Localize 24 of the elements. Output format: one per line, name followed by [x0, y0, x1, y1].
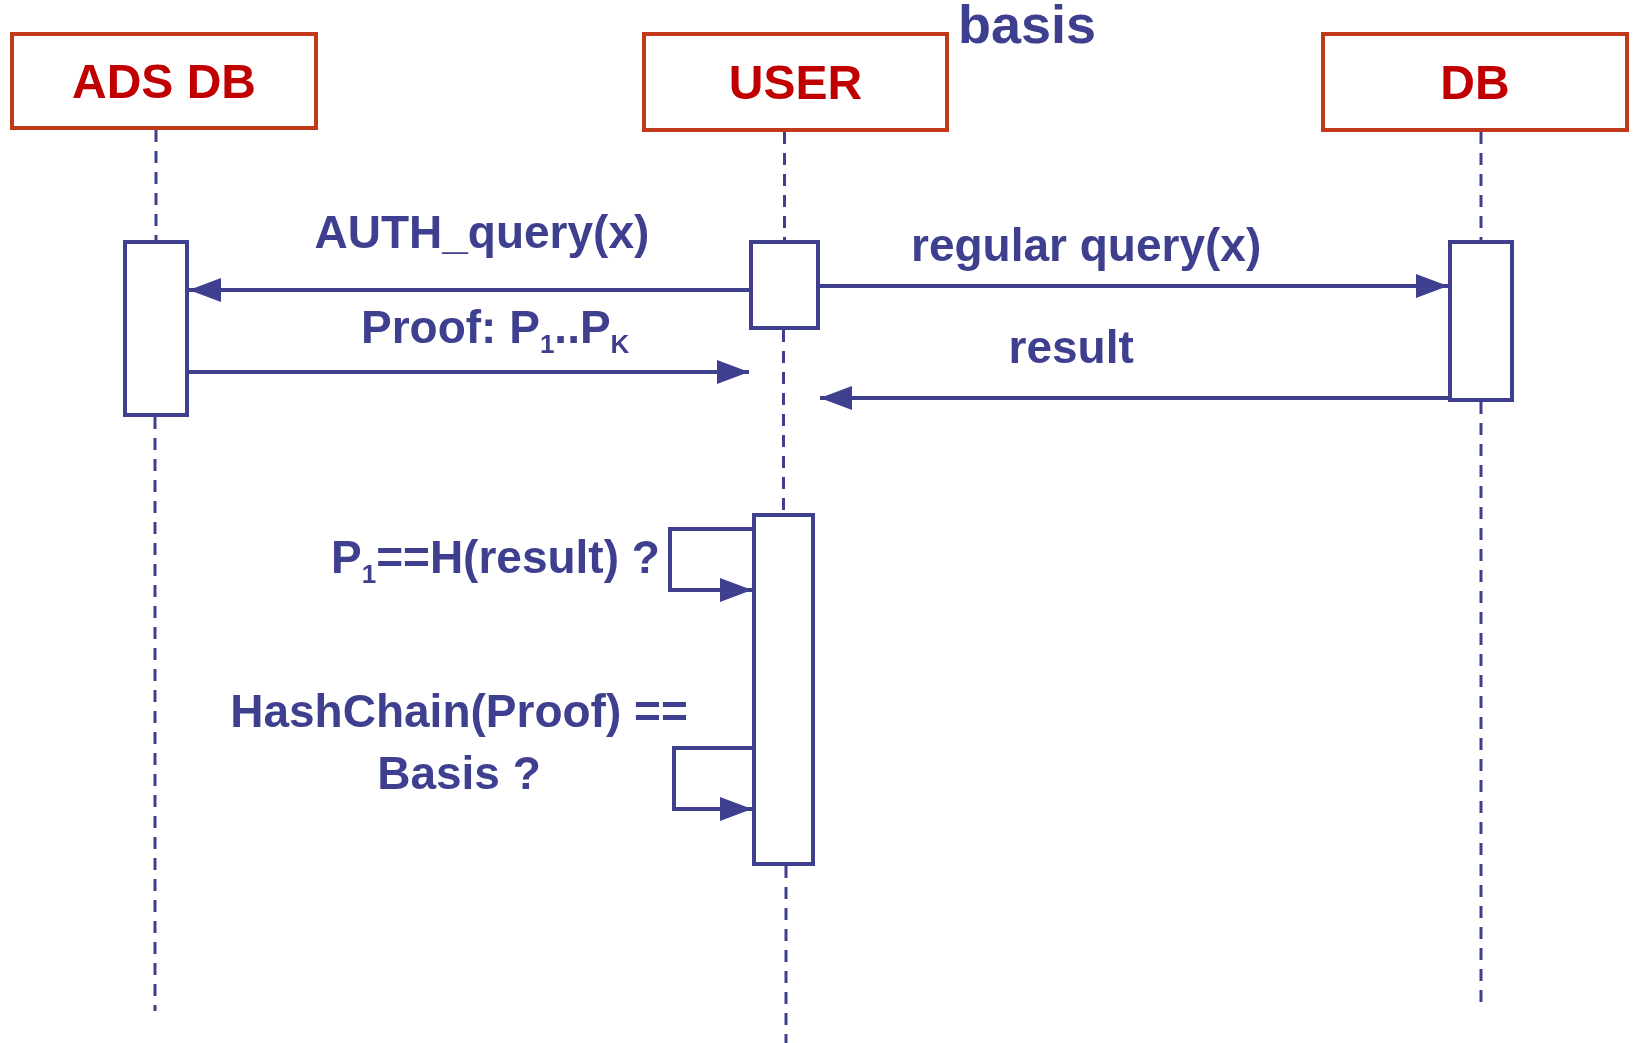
message-label: Proof: P$_{1}$..P$_{K}$ — [361, 300, 630, 361]
message-label: regular query(x) — [911, 218, 1262, 273]
message-arrow — [820, 274, 1448, 298]
participant-box: USER — [642, 32, 949, 132]
participant-box: DB — [1321, 32, 1629, 132]
message-label: P$_{1}$==H(result) ? — [331, 530, 660, 591]
message-arrow — [189, 278, 749, 302]
message-label: AUTH_query(x) — [314, 205, 650, 260]
self-message-arrow — [672, 746, 752, 821]
activation-bar — [752, 513, 815, 866]
message-label: result — [1008, 320, 1134, 375]
lifeline — [782, 330, 785, 513]
lifeline — [1479, 132, 1483, 240]
activation-bar — [749, 240, 820, 330]
self-message-arrow — [668, 527, 752, 602]
message-arrow — [820, 386, 1448, 410]
lifeline — [783, 132, 786, 240]
message-label: HashChain(Proof) == Basis ? — [229, 684, 689, 801]
message-arrow — [189, 360, 749, 384]
activation-bar — [1448, 240, 1514, 402]
participant-box: ADS DB — [10, 32, 318, 130]
activation-bar — [123, 240, 189, 417]
lifeline — [154, 130, 158, 240]
note-text: basis — [958, 0, 1097, 56]
